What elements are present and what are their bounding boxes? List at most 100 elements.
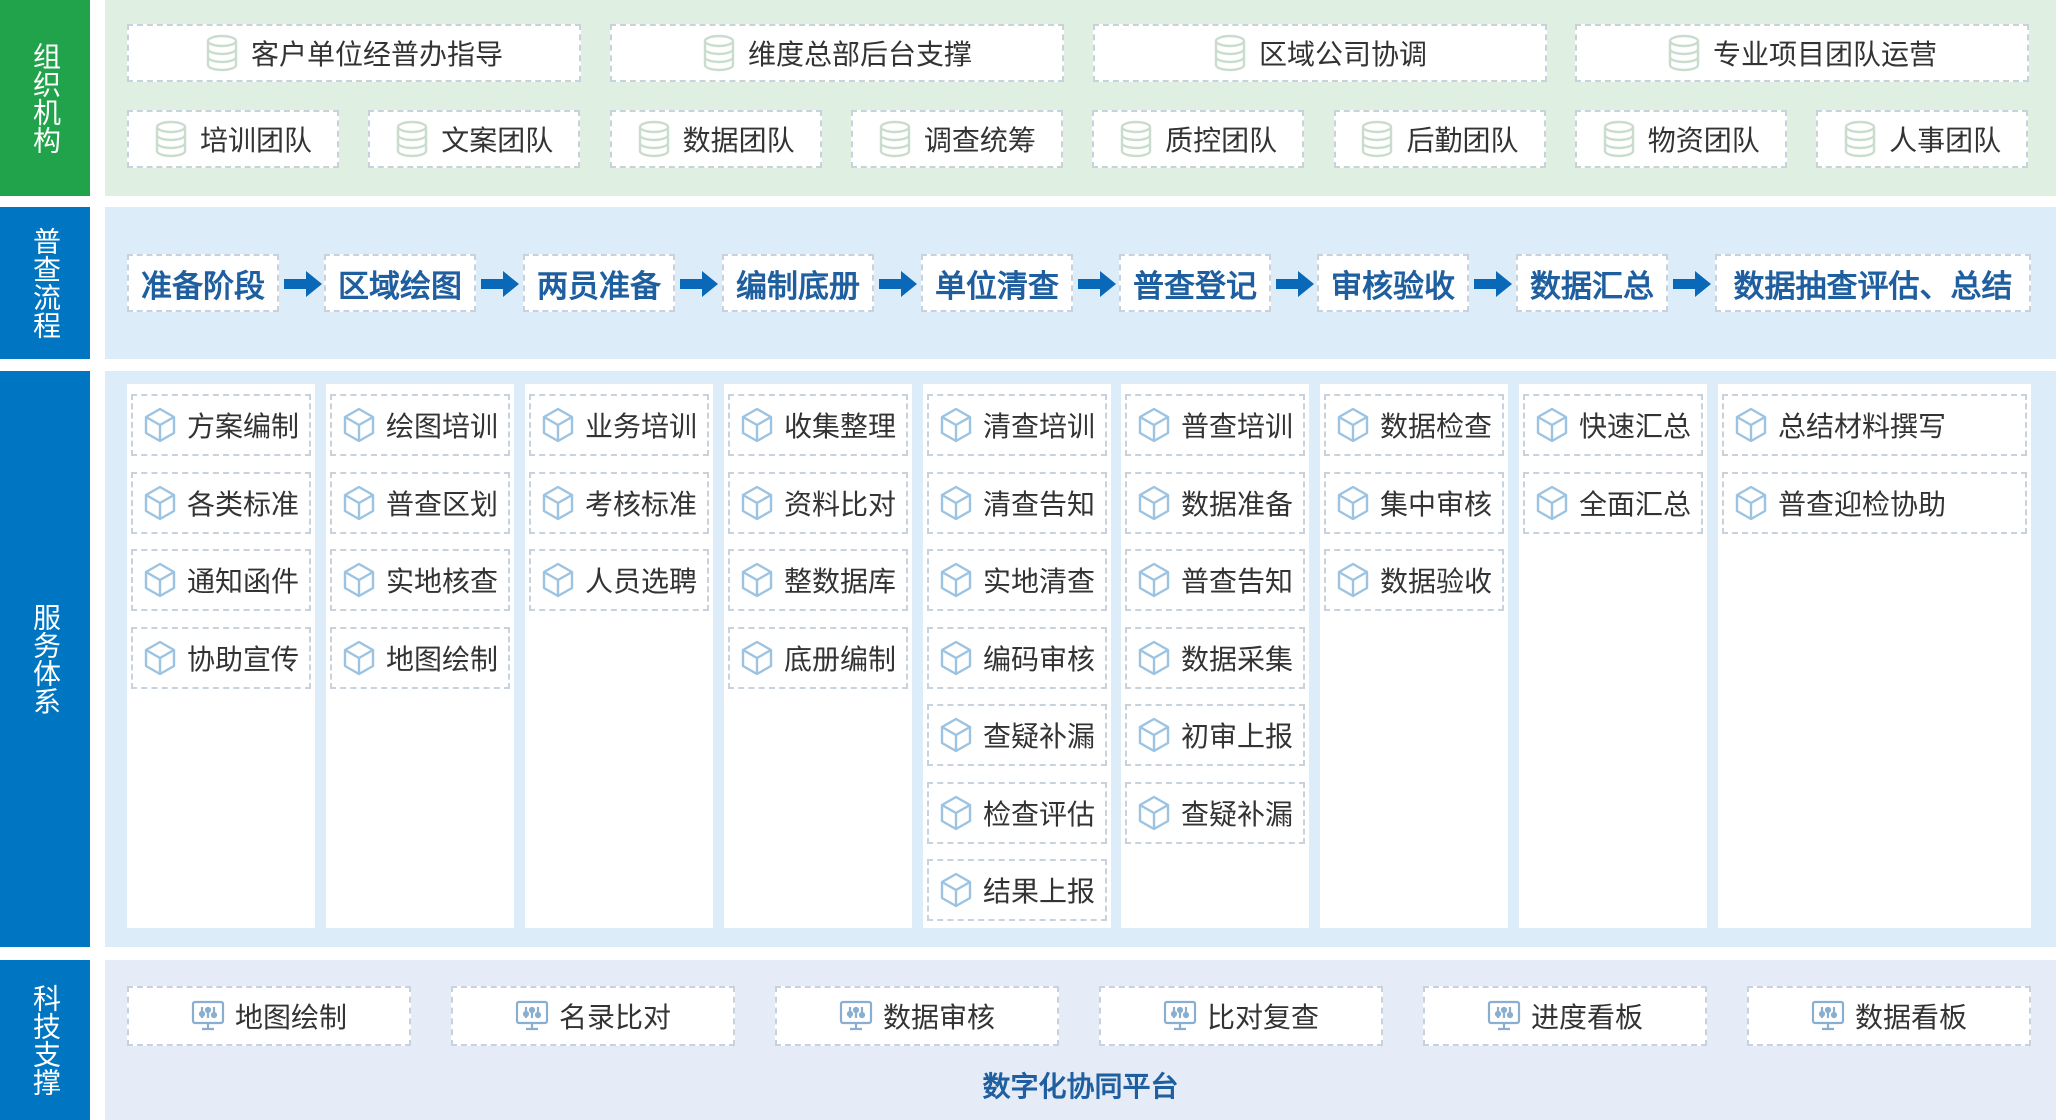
service-item: 地图绘制 — [330, 626, 510, 689]
service-item: 各类标准 — [131, 471, 311, 534]
flow-arrow-icon — [284, 270, 322, 298]
cube-icon — [1336, 485, 1370, 521]
org-unit-label: 维度总部后台支撑 — [747, 38, 972, 71]
service-item: 查疑补漏 — [927, 704, 1107, 766]
tech-item-label: 地图绘制 — [234, 1001, 347, 1034]
database-icon — [1602, 120, 1636, 158]
service-item: 普查区划 — [330, 471, 510, 534]
service-item-label: 清查告知 — [983, 487, 1096, 521]
service-item-label: 总结材料撰写 — [1778, 410, 1947, 443]
cube-icon — [1137, 562, 1171, 598]
org-team-box: 文案团队 — [368, 110, 581, 168]
org-unit-box: 客户单位经普办指导 — [127, 24, 581, 82]
org-team-box: 数据团队 — [609, 110, 822, 168]
cube-icon — [939, 407, 973, 443]
service-column — [1519, 384, 1707, 928]
org-team-box: 培训团队 — [127, 110, 339, 168]
database-icon — [1119, 120, 1153, 158]
cube-icon — [1137, 485, 1171, 521]
database-icon — [154, 120, 188, 158]
database-icon — [1843, 120, 1877, 158]
cube-icon — [143, 562, 177, 598]
service-item-label: 编码审核 — [983, 642, 1096, 676]
tech-section — [105, 960, 2056, 1120]
service-item: 通知函件 — [131, 549, 311, 611]
monitor-chart-icon — [1811, 1000, 1845, 1032]
service-item-label: 结果上报 — [983, 875, 1096, 908]
service-item: 数据验收 — [1324, 549, 1504, 611]
tech-item: 名录比对 — [451, 986, 735, 1046]
service-item-label: 清查培训 — [983, 410, 1096, 443]
service-item: 数据准备 — [1125, 471, 1305, 534]
service-item: 底册编制 — [728, 626, 908, 689]
service-item-label: 地图绘制 — [386, 642, 499, 676]
service-item-label: 普查告知 — [1181, 565, 1294, 598]
service-item: 全面汇总 — [1523, 471, 1703, 534]
org-team-label: 文案团队 — [441, 124, 554, 157]
service-item: 数据采集 — [1125, 626, 1305, 689]
service-item-label: 普查迎检协助 — [1778, 487, 1947, 521]
org-team-label: 质控团队 — [1165, 124, 1278, 157]
flow-arrow-icon — [481, 270, 519, 298]
cube-icon — [1535, 485, 1569, 521]
service-item: 清查培训 — [927, 394, 1107, 456]
monitor-chart-icon — [839, 1000, 873, 1032]
service-item-label: 底册编制 — [784, 642, 897, 676]
flow-arrow-icon — [1078, 270, 1116, 298]
service-item-label: 查疑补漏 — [983, 720, 1096, 753]
cube-icon — [1734, 485, 1768, 521]
service-column — [1320, 384, 1508, 928]
monitor-chart-icon — [515, 1000, 549, 1032]
tech-item: 地图绘制 — [127, 986, 411, 1046]
tech-item: 进度看板 — [1423, 986, 1707, 1046]
org-unit-label: 客户单位经普办指导 — [250, 38, 503, 71]
cube-icon — [740, 562, 774, 598]
database-icon — [702, 34, 736, 72]
monitor-chart-icon — [191, 1000, 225, 1032]
cube-icon — [740, 407, 774, 443]
cube-icon — [342, 562, 376, 598]
section-label-service: 服务体系 — [0, 371, 90, 947]
service-item-label: 查疑补漏 — [1181, 797, 1294, 831]
service-item: 方案编制 — [131, 394, 311, 456]
cube-icon — [939, 562, 973, 598]
service-item: 检查评估 — [927, 781, 1107, 844]
org-team-label: 数据团队 — [682, 124, 795, 157]
flow-step: 两员准备 — [523, 254, 675, 312]
org-unit-label: 区域公司协调 — [1258, 38, 1427, 71]
service-item-label: 各类标准 — [187, 487, 300, 521]
cube-icon — [1137, 407, 1171, 443]
service-item-label: 实地核查 — [386, 565, 499, 598]
service-item: 普查告知 — [1125, 549, 1305, 611]
service-item: 集中审核 — [1324, 471, 1504, 534]
org-unit-box: 维度总部后台支撑 — [610, 24, 1064, 82]
cube-icon — [342, 640, 376, 676]
service-item: 业务培训 — [529, 394, 709, 456]
service-item: 整数据库 — [728, 549, 908, 611]
service-item: 资料比对 — [728, 471, 908, 534]
cube-icon — [740, 640, 774, 676]
cube-icon — [939, 485, 973, 521]
database-icon — [1667, 34, 1701, 72]
service-item-label: 考核标准 — [585, 487, 698, 521]
cube-icon — [143, 640, 177, 676]
service-item-label: 业务培训 — [585, 410, 698, 443]
cube-icon — [541, 407, 575, 443]
org-unit-label: 专业项目团队运营 — [1712, 38, 1937, 71]
cube-icon — [342, 407, 376, 443]
service-item-label: 方案编制 — [187, 410, 300, 443]
service-item-label: 检查评估 — [983, 797, 1096, 831]
service-item-label: 集中审核 — [1380, 487, 1493, 521]
cube-icon — [1336, 562, 1370, 598]
org-unit-box: 专业项目团队运营 — [1575, 24, 2029, 82]
cube-icon — [143, 407, 177, 443]
flow-step: 区域绘图 — [324, 254, 476, 312]
flow-step: 单位清查 — [921, 254, 1073, 312]
service-item: 人员选聘 — [529, 549, 709, 611]
org-team-box: 质控团队 — [1092, 110, 1305, 168]
cube-icon — [1336, 407, 1370, 443]
database-icon — [1360, 120, 1394, 158]
service-item: 初审上报 — [1125, 704, 1305, 766]
flow-step: 普查登记 — [1119, 254, 1271, 312]
org-team-label: 调查统筹 — [923, 124, 1036, 157]
